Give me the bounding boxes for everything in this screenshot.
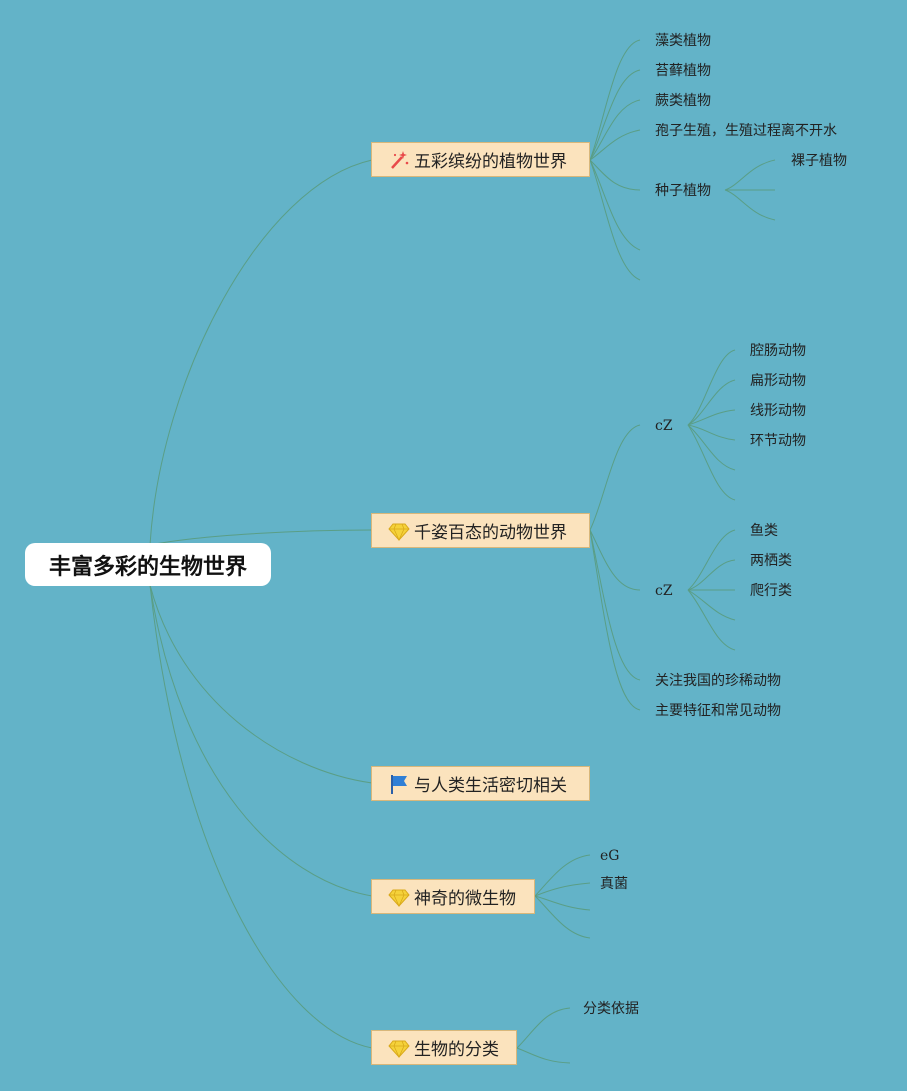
leaf-main-features[interactable]: 主要特征和常见动物 bbox=[655, 703, 781, 719]
leaf-animal-group-2[interactable]: cZ bbox=[655, 583, 673, 599]
leaf-amphibians[interactable]: 两栖类 bbox=[750, 553, 792, 569]
leaf-roundworms[interactable]: 线形动物 bbox=[750, 403, 806, 419]
leaf-classification-basis[interactable]: 分类依据 bbox=[583, 1001, 639, 1017]
leaf-seed-plants[interactable]: 种子植物 bbox=[655, 183, 711, 199]
branch-label: 神奇的微生物 bbox=[414, 889, 516, 909]
blue-flag-icon bbox=[388, 773, 410, 795]
branch-label: 与人类生活密切相关 bbox=[414, 776, 567, 796]
gem-icon bbox=[388, 1037, 410, 1059]
leaf-moss[interactable]: 苔藓植物 bbox=[655, 63, 711, 79]
branch-label: 千姿百态的动物世界 bbox=[414, 523, 567, 543]
magic-wand-icon bbox=[388, 149, 410, 171]
branch-label: 五彩缤纷的植物世界 bbox=[414, 152, 567, 172]
leaf-fungi[interactable]: 真菌 bbox=[600, 876, 628, 892]
root-topic[interactable]: 丰富多彩的生物世界 bbox=[25, 543, 271, 586]
leaf-fish[interactable]: 鱼类 bbox=[750, 523, 778, 539]
branch-label: 生物的分类 bbox=[414, 1040, 499, 1060]
leaf-fern[interactable]: 蕨类植物 bbox=[655, 93, 711, 109]
leaf-microbe-1[interactable]: eG bbox=[600, 848, 620, 864]
leaf-reptiles[interactable]: 爬行类 bbox=[750, 583, 792, 599]
gem-icon bbox=[388, 886, 410, 908]
leaf-algae[interactable]: 藻类植物 bbox=[655, 33, 711, 49]
leaf-rare-animals[interactable]: 关注我国的珍稀动物 bbox=[655, 673, 781, 689]
branch-human-life[interactable]: 与人类生活密切相关 bbox=[371, 766, 590, 801]
leaf-flatworms[interactable]: 扁形动物 bbox=[750, 373, 806, 389]
branch-animal-world[interactable]: 千姿百态的动物世界 bbox=[371, 513, 590, 548]
branch-classification[interactable]: 生物的分类 bbox=[371, 1030, 517, 1065]
leaf-coelenterates[interactable]: 腔肠动物 bbox=[750, 343, 806, 359]
leaf-gymnosperms[interactable]: 裸子植物 bbox=[791, 153, 847, 169]
leaf-spore-reproduction[interactable]: 孢子生殖，生殖过程离不开水 bbox=[655, 123, 837, 139]
leaf-animal-group-1[interactable]: cZ bbox=[655, 418, 673, 434]
leaf-annelids[interactable]: 环节动物 bbox=[750, 433, 806, 449]
gem-icon bbox=[388, 520, 410, 542]
branch-microbes[interactable]: 神奇的微生物 bbox=[371, 879, 535, 914]
branch-plant-world[interactable]: 五彩缤纷的植物世界 bbox=[371, 142, 590, 177]
